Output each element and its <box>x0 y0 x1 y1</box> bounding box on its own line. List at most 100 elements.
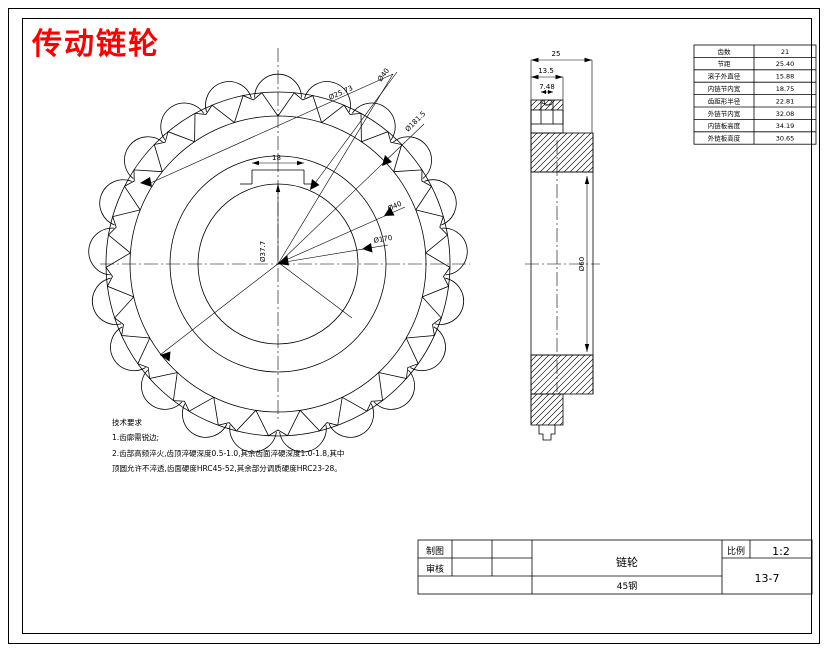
roller-seat-arc <box>91 277 122 325</box>
dim-groove-depth: 4.2 <box>541 99 552 107</box>
root-circle <box>169 155 387 373</box>
roller-seat-arc <box>410 326 446 372</box>
hatch-line <box>581 382 594 395</box>
parameter-label: 齿数 <box>718 47 732 56</box>
roller-seat-arc <box>351 102 396 141</box>
hatch-line <box>533 132 574 173</box>
sprocket-tooth <box>107 209 141 254</box>
hatch-line <box>530 132 538 140</box>
dim-keyway-width: 18 <box>252 154 304 166</box>
hatch-line <box>551 132 592 173</box>
sprocket-tooth <box>361 131 403 172</box>
dim-bore-vertical <box>275 184 281 264</box>
dim-tooth-width-text: 13.5 <box>538 67 554 75</box>
hatch-line <box>557 358 594 395</box>
dim-overall-width: 25 <box>530 50 593 133</box>
hatch-line <box>575 154 594 173</box>
hatch-line <box>544 99 556 111</box>
title-block-drawing-number: 13-7 <box>755 572 780 585</box>
parameter-label: 外链节内宽 <box>708 109 741 118</box>
sprocket-tooth <box>393 169 433 211</box>
notes-heading: 技术要求 <box>112 417 142 427</box>
hatch-line <box>551 354 592 395</box>
title-block: 制图 审核 链轮 45钢 比例 1:2 13-7 <box>417 539 813 595</box>
hatch-line <box>559 421 564 426</box>
dim-bore-dia-text: Ø37.7 <box>259 241 267 262</box>
hatch-line <box>530 393 562 425</box>
hatch-line <box>563 364 594 395</box>
roller-seat-arc <box>434 277 465 325</box>
dim-overall-width-text: 25 <box>552 50 561 58</box>
dim-bore-diameter-text: Ø60 <box>578 257 586 271</box>
hatch-line <box>535 397 564 426</box>
hatch-line <box>532 99 544 111</box>
dim-tooth-width: 13.5 <box>531 67 564 100</box>
roller-seat-arc <box>110 326 146 372</box>
sheet-border-inner <box>22 18 812 634</box>
roller-seat-arc <box>141 369 183 410</box>
section-view: 25 13.5 7.48 4.2 <box>525 50 600 441</box>
dim-groove-width: 7.48 <box>539 83 555 94</box>
hatch-line <box>553 415 564 426</box>
sprocket-tooth <box>172 372 214 412</box>
notes-line-2: 2.齿部高频淬火,齿顶淬硬深度0.5-1.0,其余齿面淬硬深度1.0-1.8,其… <box>112 448 344 458</box>
hatch-line <box>587 166 594 173</box>
parameter-value: 22.81 <box>776 97 795 105</box>
technical-requirements: 技术要求 1.齿廓需锐边; 2.齿部高频淬火,齿顶淬硬深度0.5-1.0,其余齿… <box>112 417 344 473</box>
parameter-value: 34.19 <box>776 122 795 130</box>
sprocket-tooth <box>277 92 322 123</box>
hatch-line <box>539 354 580 395</box>
hatch-line <box>530 132 550 152</box>
hatch-line <box>530 354 556 380</box>
hatch-line <box>530 354 568 392</box>
parameter-label: 内链节内宽 <box>708 84 741 93</box>
title-block-material: 45钢 <box>617 580 637 592</box>
hatch-line <box>530 354 538 362</box>
hatch-line <box>530 393 550 413</box>
roller-seat-arc <box>99 179 132 226</box>
hatch-line <box>533 354 574 395</box>
parameter-value: 21 <box>781 48 789 56</box>
dim-hub-dia-text: Ø170 <box>373 234 393 245</box>
drawing-title-stamp: 传动链轮 <box>32 27 160 62</box>
hatch-line <box>530 132 568 170</box>
parameter-value: 30.65 <box>776 135 795 143</box>
roller-seat-arc <box>254 73 302 98</box>
hatch-line <box>530 132 556 158</box>
roller-seat-arc <box>373 369 415 410</box>
title-block-scale-value: 1:2 <box>772 545 790 558</box>
parameter-value: 15.88 <box>776 73 795 81</box>
sprocket-tooth <box>105 252 134 298</box>
dim-hub-dia: Ø170 <box>278 234 393 264</box>
parameter-label: 内链板高度 <box>708 121 741 130</box>
dim-groove-depth-text: 4.2 <box>541 99 552 107</box>
parameter-label: 节距 <box>718 60 732 68</box>
sprocket-tooth <box>234 92 279 123</box>
sheet-border-outer <box>8 8 820 644</box>
roller-seat-arc <box>229 424 277 453</box>
notes-line-1: 1.齿廓需锐边; <box>112 432 159 442</box>
hatch-line <box>557 136 594 173</box>
parameter-value: 25.40 <box>776 60 795 68</box>
sprocket-tooth <box>153 131 195 172</box>
front-view: 18 Ø25.73 Ø40 <box>88 48 470 453</box>
hatch-line <box>530 393 556 419</box>
sprocket-tooth <box>378 337 419 379</box>
dim-pitch-dia: Ø40 <box>278 200 406 264</box>
sprocket-tooth <box>342 372 384 412</box>
hatch-line <box>563 142 594 173</box>
hatch-line <box>550 99 562 111</box>
notes-line-3: 顶圆允许不淬透,齿面硬度HRC45-52,其余部分调质硬度HRC23-28。 <box>112 463 342 473</box>
sprocket-tooth <box>114 296 150 339</box>
roller-seat-arc <box>205 81 252 113</box>
sprocket-tooth <box>123 169 163 211</box>
hatch-line <box>569 148 594 173</box>
hatch-line <box>530 132 544 146</box>
hatch-line <box>530 99 538 107</box>
sprocket-tooth <box>422 252 451 298</box>
parameter-label: 外链板高度 <box>708 134 741 143</box>
hatch-line <box>530 393 544 407</box>
roller-seat-arc <box>393 136 432 179</box>
